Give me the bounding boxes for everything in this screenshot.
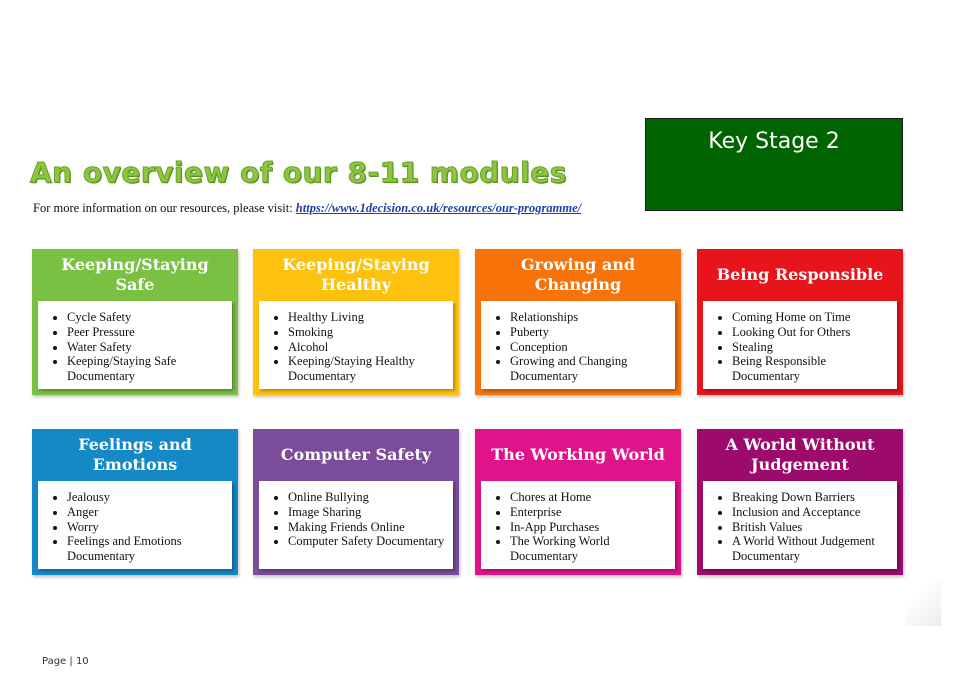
- module-topics: Online Bullying Image Sharing Making Fri…: [259, 481, 453, 549]
- topic-item: Keeping/Staying Safe Documentary: [67, 354, 228, 384]
- page-footer: Page | 10: [42, 656, 89, 667]
- topic-item: Inclusion and Acceptance: [732, 505, 893, 520]
- topic-item: Stealing: [732, 340, 893, 355]
- page-title: An overview of our 8-11 modules: [30, 156, 567, 190]
- module-card-growing-and-changing: Growing and Changing Relationships Puber…: [475, 249, 681, 395]
- topic-item: Anger: [67, 505, 228, 520]
- topic-item: British Values: [732, 520, 893, 535]
- module-topics: Chores at Home Enterprise In-App Purchas…: [481, 481, 675, 564]
- topic-item: Enterprise: [510, 505, 671, 520]
- topic-item: The Working World Documentary: [510, 534, 671, 564]
- module-card-being-responsible: Being Responsible Coming Home on Time Lo…: [697, 249, 903, 395]
- topic-item: Coming Home on Time: [732, 310, 893, 325]
- topic-item: Alcohol: [288, 340, 449, 355]
- module-topics: Healthy Living Smoking Alcohol Keeping/S…: [259, 301, 453, 384]
- module-body: Healthy Living Smoking Alcohol Keeping/S…: [259, 301, 453, 389]
- topic-item: Conception: [510, 340, 671, 355]
- module-body: Online Bullying Image Sharing Making Fri…: [259, 481, 453, 569]
- module-topics: Relationships Puberty Conception Growing…: [481, 301, 675, 384]
- module-body: Coming Home on Time Looking Out for Othe…: [703, 301, 897, 389]
- module-topics: Coming Home on Time Looking Out for Othe…: [703, 301, 897, 384]
- module-title: Keeping/Staying Safe: [61, 255, 209, 294]
- key-stage-label: Key Stage 2: [708, 129, 840, 154]
- key-stage-box: Key Stage 2: [645, 118, 903, 211]
- topic-item: Breaking Down Barriers: [732, 490, 893, 505]
- topic-item: Computer Safety Documentary: [288, 534, 449, 549]
- module-card-computer-safety: Computer Safety Online Bullying Image Sh…: [253, 429, 459, 575]
- topic-item: Healthy Living: [288, 310, 449, 325]
- topic-item: Being Responsible Documentary: [732, 354, 893, 384]
- topic-item: Making Friends Online: [288, 520, 449, 535]
- topic-item: Image Sharing: [288, 505, 449, 520]
- module-body: Chores at Home Enterprise In-App Purchas…: [481, 481, 675, 569]
- footer-label: Page |: [42, 656, 76, 667]
- topic-item: Relationships: [510, 310, 671, 325]
- topic-item: Looking Out for Others: [732, 325, 893, 340]
- topic-item: Worry: [67, 520, 228, 535]
- topic-item: Puberty: [510, 325, 671, 340]
- page-number: 10: [75, 656, 89, 667]
- topic-item: Smoking: [288, 325, 449, 340]
- module-body: Jealousy Anger Worry Feelings and Emotio…: [38, 481, 232, 569]
- topic-item: Water Safety: [67, 340, 228, 355]
- module-title: Computer Safety: [280, 445, 432, 464]
- module-title: Growing and Changing: [520, 255, 636, 294]
- topic-item: Jealousy: [67, 490, 228, 505]
- module-card-feelings-and-emotions: Feelings and Emotions Jealousy Anger Wor…: [32, 429, 238, 575]
- module-title: A World Without Judgement: [725, 435, 875, 474]
- module-title: The Working World: [491, 445, 665, 464]
- topic-item: Feelings and Emotions Documentary: [67, 534, 228, 564]
- module-topics: Breaking Down Barriers Inclusion and Acc…: [703, 481, 897, 564]
- topic-item: A World Without Judgement Documentary: [732, 534, 893, 564]
- module-title: Feelings and Emotions: [78, 435, 192, 474]
- topic-item: Growing and Changing Documentary: [510, 354, 671, 384]
- info-line: For more information on our resources, p…: [33, 201, 581, 216]
- module-card-keeping-staying-healthy: Keeping/Staying Healthy Healthy Living S…: [253, 249, 459, 395]
- topic-item: Cycle Safety: [67, 310, 228, 325]
- topic-item: In-App Purchases: [510, 520, 671, 535]
- module-card-keeping-staying-safe: Keeping/Staying Safe Cycle Safety Peer P…: [32, 249, 238, 395]
- module-body: Cycle Safety Peer Pressure Water Safety …: [38, 301, 232, 389]
- module-topics: Cycle Safety Peer Pressure Water Safety …: [38, 301, 232, 384]
- topic-item: Chores at Home: [510, 490, 671, 505]
- module-card-the-working-world: The Working World Chores at Home Enterpr…: [475, 429, 681, 575]
- page-curl-shadow: [905, 580, 941, 626]
- module-topics: Jealousy Anger Worry Feelings and Emotio…: [38, 481, 232, 564]
- module-body: Breaking Down Barriers Inclusion and Acc…: [703, 481, 897, 569]
- topic-item: Peer Pressure: [67, 325, 228, 340]
- topic-item: Online Bullying: [288, 490, 449, 505]
- topic-item: Keeping/Staying Healthy Documentary: [288, 354, 449, 384]
- info-text: For more information on our resources, p…: [33, 201, 296, 215]
- module-title: Being Responsible: [716, 265, 884, 284]
- programme-link[interactable]: https://www.1decision.co.uk/resources/ou…: [295, 201, 582, 215]
- module-body: Relationships Puberty Conception Growing…: [481, 301, 675, 389]
- module-title: Keeping/Staying Healthy: [282, 255, 430, 294]
- module-card-a-world-without-judgement: A World Without Judgement Breaking Down …: [697, 429, 903, 575]
